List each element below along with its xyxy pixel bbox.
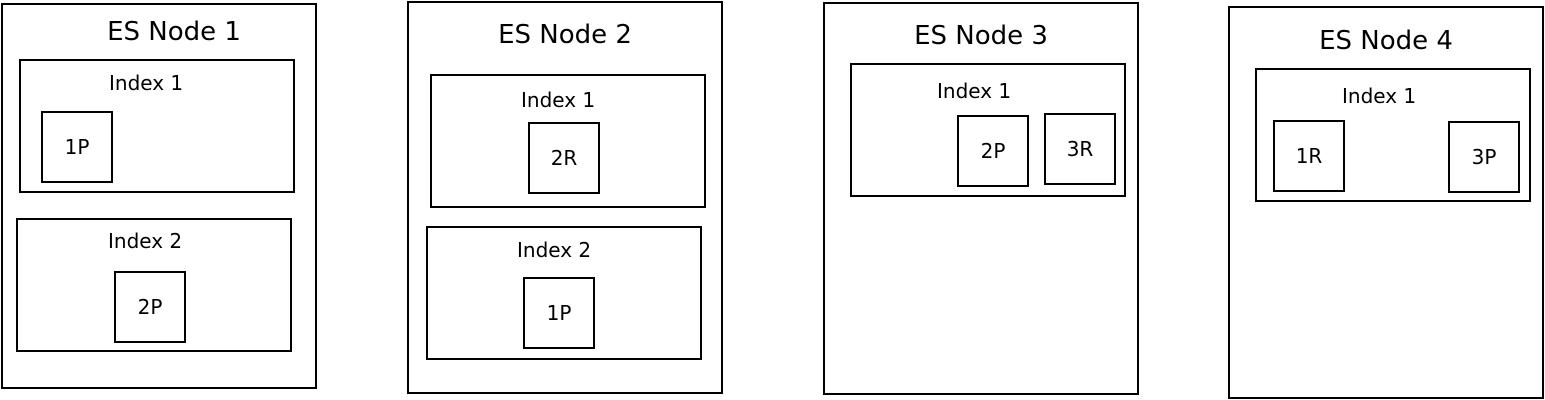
shard-box: 1R <box>1273 120 1345 192</box>
index-title: Index 1 <box>937 79 1012 103</box>
index-box: Index 1 2R <box>430 74 706 208</box>
node-title: ES Node 3 <box>914 21 1048 51</box>
index-box: Index 1 1R 3P <box>1255 68 1531 202</box>
node-title: ES Node 1 <box>107 17 241 47</box>
shard-box: 1P <box>41 111 113 183</box>
index-title: Index 2 <box>517 238 592 262</box>
es-node-4: ES Node 4 Index 1 1R 3P <box>1228 6 1544 399</box>
index-box: Index 2 2P <box>16 218 292 352</box>
node-title: ES Node 4 <box>1319 26 1453 56</box>
index-title: Index 1 <box>109 71 184 95</box>
index-title: Index 2 <box>108 229 183 253</box>
index-box: Index 2 1P <box>426 226 702 360</box>
shard-box: 3P <box>1448 121 1520 193</box>
shard-box: 3R <box>1044 113 1116 185</box>
node-title: ES Node 2 <box>498 20 632 50</box>
index-box: Index 1 1P <box>19 59 295 193</box>
shard-box: 2P <box>114 271 186 343</box>
index-title: Index 1 <box>1342 84 1417 108</box>
index-title: Index 1 <box>521 88 596 112</box>
shard-box: 1P <box>523 277 595 349</box>
shard-box: 2P <box>957 115 1029 187</box>
es-node-2: ES Node 2 Index 1 2R Index 2 1P <box>407 1 723 394</box>
es-node-1: ES Node 1 Index 1 1P Index 2 2P <box>1 3 317 389</box>
es-node-3: ES Node 3 Index 1 2P 3R <box>823 2 1139 395</box>
index-box: Index 1 2P 3R <box>850 63 1126 197</box>
shard-box: 2R <box>528 122 600 194</box>
